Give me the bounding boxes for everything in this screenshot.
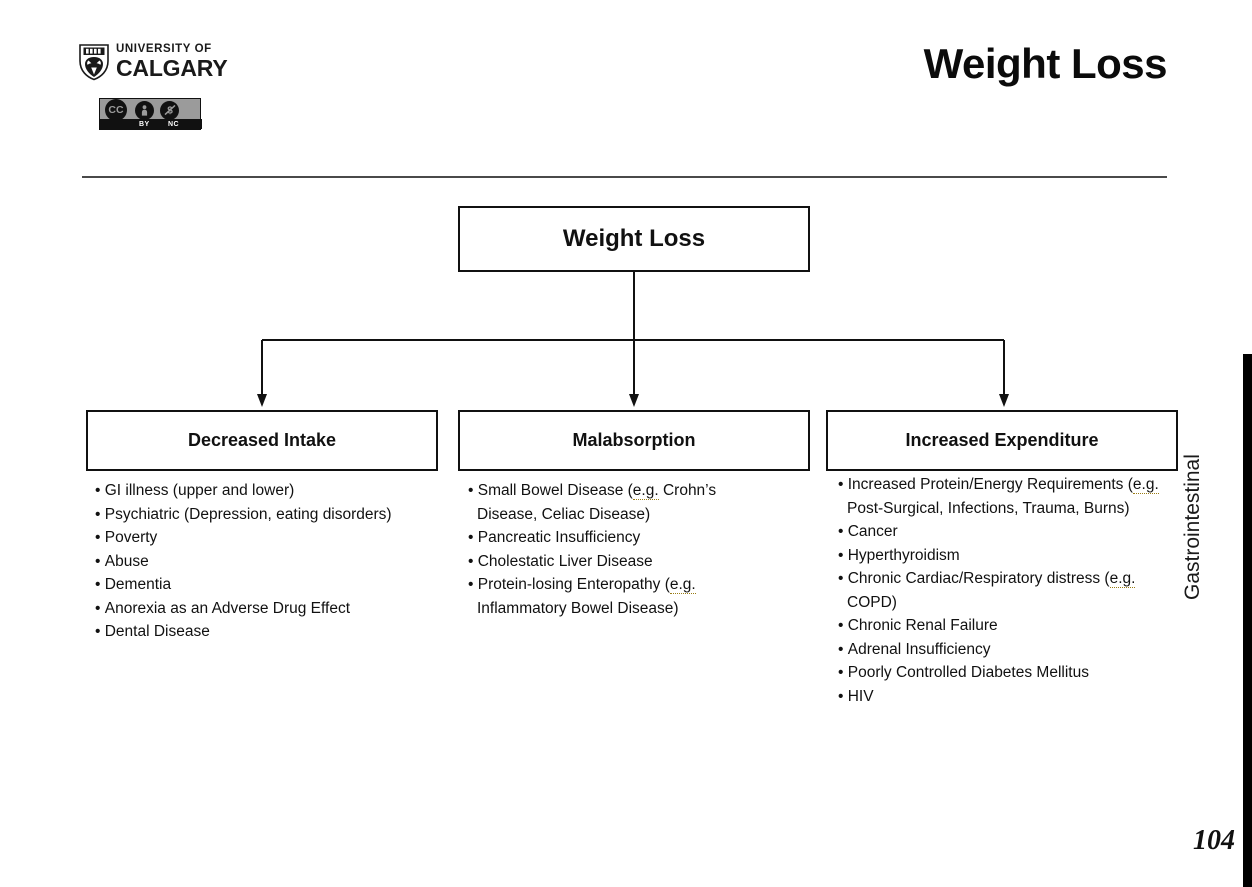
bullet-item: Hyperthyroidism [838,544,1178,568]
person-glyph [141,104,148,116]
flow-node-malabsorption: Malabsorption [458,410,810,471]
flow-node-malabsorption-label: Malabsorption [572,430,696,450]
bullet-item: Anorexia as an Adverse Drug Effect [95,597,445,621]
university-name-line-2: CALGARY [116,54,228,81]
bullet-item: Poverty [95,526,445,550]
bullet-item: Pancreatic Insufficiency [468,526,758,550]
university-name-line-1: UNIVERSITY OF [116,43,212,56]
license-label-row: BY NC [100,119,202,129]
bullet-item: Chronic Cardiac/Respiratory distress (e.… [838,567,1178,614]
bullet-item: Abuse [95,550,445,574]
university-wordmark: UNIVERSITY OF CALGARY [116,43,228,81]
non-commercial-icon: $ [160,100,179,120]
flow-node-decreased-intake: Decreased Intake [86,410,438,471]
bullet-item: Dementia [95,573,445,597]
bullet-item: Protein-losing Enteropathy (e.g. Inflamm… [468,573,758,620]
flow-node-increased-expenditure: Increased Expenditure [826,410,1178,471]
section-rail-bar [1243,354,1252,887]
university-shield-icon [79,44,109,81]
bullet-item: Poorly Controlled Diabetes Mellitus [838,661,1178,685]
license-label-by: BY [139,120,150,128]
spellcheck-flagged-text: e.g. [669,576,696,594]
creative-commons-license-badge: CC $ BY NC [99,98,202,130]
dollar-slash-glyph: $ [163,104,176,117]
header-divider [82,176,1167,178]
creative-commons-icon: CC [105,99,127,121]
page-title: Weight Loss [923,40,1168,87]
bullet-list-increased-expenditure: Increased Protein/Energy Requirements (e… [838,473,1178,708]
bullet-item: HIV [838,685,1178,709]
svg-text:$: $ [167,106,173,117]
bullet-item: Chronic Renal Failure [838,614,1178,638]
bullet-item: Psychiatric (Depression, eating disorder… [95,503,445,527]
bullet-item: Cholestatic Liver Disease [468,550,758,574]
bullet-item: Dental Disease [95,620,445,644]
flow-node-root-label: Weight Loss [562,225,706,252]
flow-node-decreased-intake-label: Decreased Intake [187,430,337,450]
license-icon-row: CC $ [100,99,202,121]
bullet-item: Increased Protein/Energy Requirements (e… [838,473,1178,520]
spellcheck-flagged-text: e.g. [632,482,659,500]
license-label-nc: NC [168,120,179,128]
spellcheck-flagged-text: e.g. [1132,476,1159,494]
slide-header: UNIVERSITY OF CALGARY CC $ BY NC [0,0,1252,180]
attribution-person-icon [135,100,154,120]
section-label: Gastrointestinal [1181,454,1204,600]
bullet-item: Cancer [838,520,1178,544]
spellcheck-flagged-text: e.g. [1109,570,1136,588]
bullet-item: Small Bowel Disease (e.g. Crohn’s Diseas… [468,479,758,526]
bullet-item: Adrenal Insufficiency [838,638,1178,662]
university-of-calgary-logo: UNIVERSITY OF CALGARY [78,42,228,82]
flow-node-increased-expenditure-label: Increased Expenditure [905,430,1099,450]
bullet-list-malabsorption: Small Bowel Disease (e.g. Crohn’s Diseas… [468,479,758,620]
bullet-list-decreased-intake: GI illness (upper and lower)Psychiatric … [95,479,445,644]
bullet-item: GI illness (upper and lower) [95,479,445,503]
page-number: 104 [1193,825,1235,856]
flow-node-root: Weight Loss [458,206,810,272]
